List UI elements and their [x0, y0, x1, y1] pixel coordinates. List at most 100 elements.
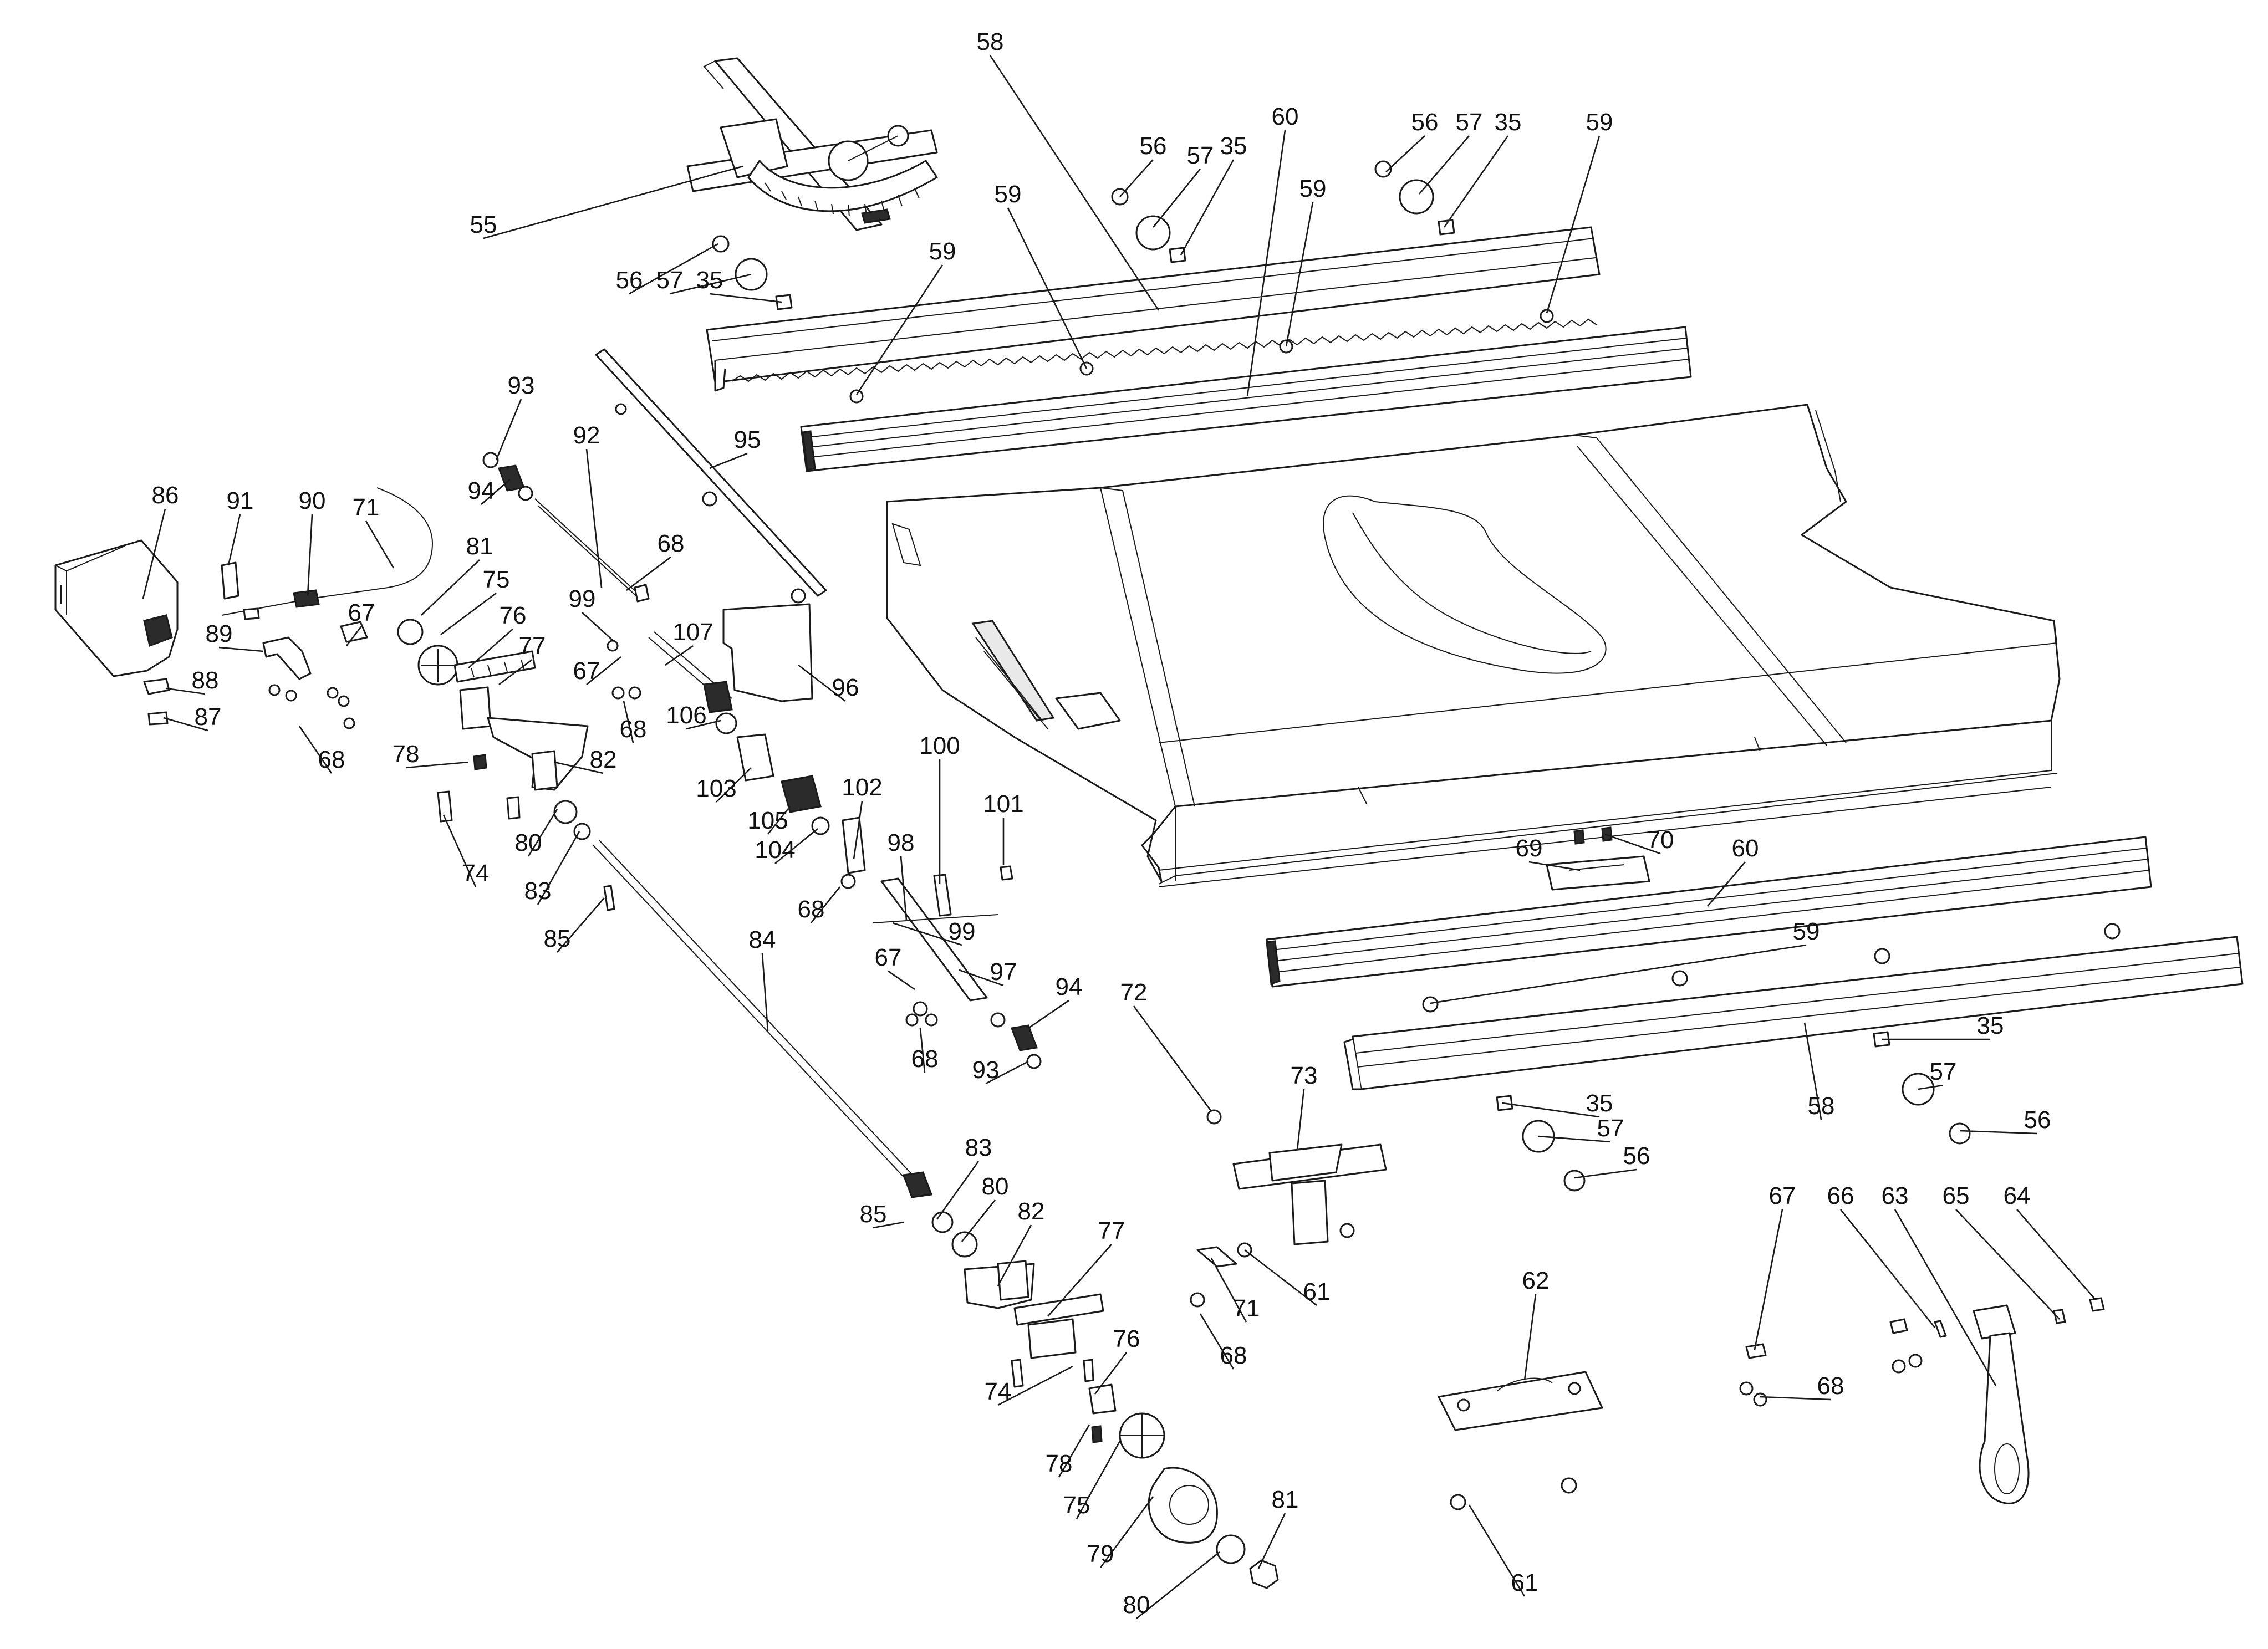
part-label-59: 59: [1586, 109, 1613, 136]
part-label-78: 78: [1046, 1450, 1073, 1477]
cable-assembly: [221, 487, 434, 643]
part-label-80: 80: [515, 829, 542, 856]
leader-line-59: [1285, 202, 1314, 347]
part-label-103: 103: [696, 775, 736, 802]
part-label-56: 56: [1411, 109, 1439, 136]
leader-line-87: [163, 717, 208, 732]
part-label-101: 101: [983, 790, 1023, 818]
leader-line-65: [1955, 1209, 2060, 1320]
part-label-70: 70: [1647, 826, 1674, 854]
bracket-73: [1190, 1109, 1387, 1308]
part-label-74: 74: [985, 1378, 1012, 1405]
leader-line-94: [1028, 999, 1069, 1029]
leader-line-82: [554, 761, 604, 774]
leader-line-35: [1502, 1102, 1600, 1118]
part-label-83: 83: [524, 877, 552, 905]
blade-support: [595, 348, 827, 702]
leader-line-83: [537, 831, 580, 905]
leader-line-35: [1443, 135, 1509, 228]
leader-line-81: [421, 559, 480, 616]
leader-line-104: [774, 828, 818, 865]
leader-line-81: [1257, 1513, 1286, 1569]
part-label-102: 102: [842, 774, 882, 801]
leader-line-70: [1604, 833, 1661, 855]
part-label-76: 76: [1113, 1325, 1140, 1352]
leader-line-67: [1754, 1209, 1783, 1350]
leader-line-68: [623, 701, 634, 743]
leader-line-61: [1244, 1249, 1317, 1306]
leader-line-56: [1574, 1168, 1637, 1179]
part-label-89: 89: [206, 620, 233, 647]
part-label-87: 87: [195, 703, 222, 731]
leader-line-67: [345, 626, 363, 646]
part-label-62: 62: [1522, 1267, 1550, 1294]
leader-line-74: [442, 814, 477, 887]
part-label-82: 82: [1018, 1198, 1045, 1225]
handle-63-assembly: [1739, 1297, 2105, 1504]
part-label-67: 67: [348, 599, 375, 626]
leader-line-82: [997, 1224, 1032, 1286]
part-label-57: 57: [1930, 1058, 1957, 1085]
part-label-75: 75: [1063, 1492, 1090, 1519]
part-label-57: 57: [1456, 109, 1483, 136]
part-label-59: 59: [1793, 918, 1820, 945]
leader-line-56: [1385, 135, 1425, 172]
leader-line-90: [307, 514, 313, 596]
leader-line-56: [1119, 159, 1154, 197]
blade-guard: [54, 539, 179, 726]
leader-line-74: [997, 1365, 1073, 1406]
leader-line-68: [1760, 1396, 1831, 1401]
part-label-65: 65: [1943, 1182, 1970, 1209]
leader-line-99: [582, 612, 613, 641]
part-label-56: 56: [2024, 1106, 2051, 1134]
leader-line-61: [1468, 1504, 1526, 1597]
part-label-57: 57: [1187, 142, 1214, 169]
part-label-94: 94: [468, 477, 495, 504]
leader-line-58: [989, 55, 1160, 311]
leader-line-59: [1007, 207, 1088, 369]
leader-line-63: [1894, 1209, 1997, 1386]
part-label-35: 35: [1495, 109, 1522, 136]
part-label-85: 85: [544, 925, 571, 952]
leader-line-68: [919, 1028, 926, 1073]
leader-line-57: [1538, 1135, 1611, 1143]
leader-line-56: [1959, 1130, 2038, 1135]
part-label-96: 96: [832, 674, 859, 701]
leader-line-80: [527, 809, 558, 857]
part-label-67: 67: [573, 657, 600, 685]
leader-line-57: [669, 273, 752, 295]
part-label-74: 74: [462, 860, 490, 887]
part-label-68: 68: [620, 716, 647, 743]
part-label-61: 61: [1303, 1278, 1331, 1305]
leader-line-59: [1430, 944, 1807, 1004]
part-label-71: 71: [353, 494, 380, 521]
leader-line-91: [227, 514, 241, 566]
leader-line-67: [586, 656, 621, 686]
part-label-81: 81: [466, 533, 493, 560]
part-label-66: 66: [1827, 1182, 1854, 1209]
part-label-86: 86: [152, 482, 179, 509]
part-label-85: 85: [860, 1201, 887, 1228]
part-label-67: 67: [875, 944, 902, 971]
bracket-89: [262, 636, 355, 729]
part-label-56: 56: [616, 267, 643, 294]
part-label-63: 63: [1882, 1182, 1909, 1209]
leader-line-79: [1099, 1496, 1154, 1568]
part-label-60: 60: [1732, 835, 1759, 862]
part-label-82: 82: [590, 746, 617, 773]
leader-line-56: [629, 243, 718, 295]
leader-line-75: [1076, 1441, 1121, 1519]
part-label-71: 71: [1233, 1295, 1260, 1322]
part-label-80: 80: [1123, 1591, 1150, 1619]
leader-line-57: [1918, 1084, 1944, 1090]
part-label-107: 107: [672, 619, 713, 646]
leader-line-35: [1180, 159, 1235, 256]
leader-line-98: [900, 856, 908, 921]
leader-line-85: [557, 897, 605, 953]
leader-line-68: [626, 556, 671, 591]
part-label-79: 79: [1087, 1540, 1114, 1568]
part-label-60: 60: [1272, 103, 1299, 130]
part-label-57: 57: [1597, 1115, 1624, 1142]
leader-line-64: [2016, 1209, 2096, 1300]
